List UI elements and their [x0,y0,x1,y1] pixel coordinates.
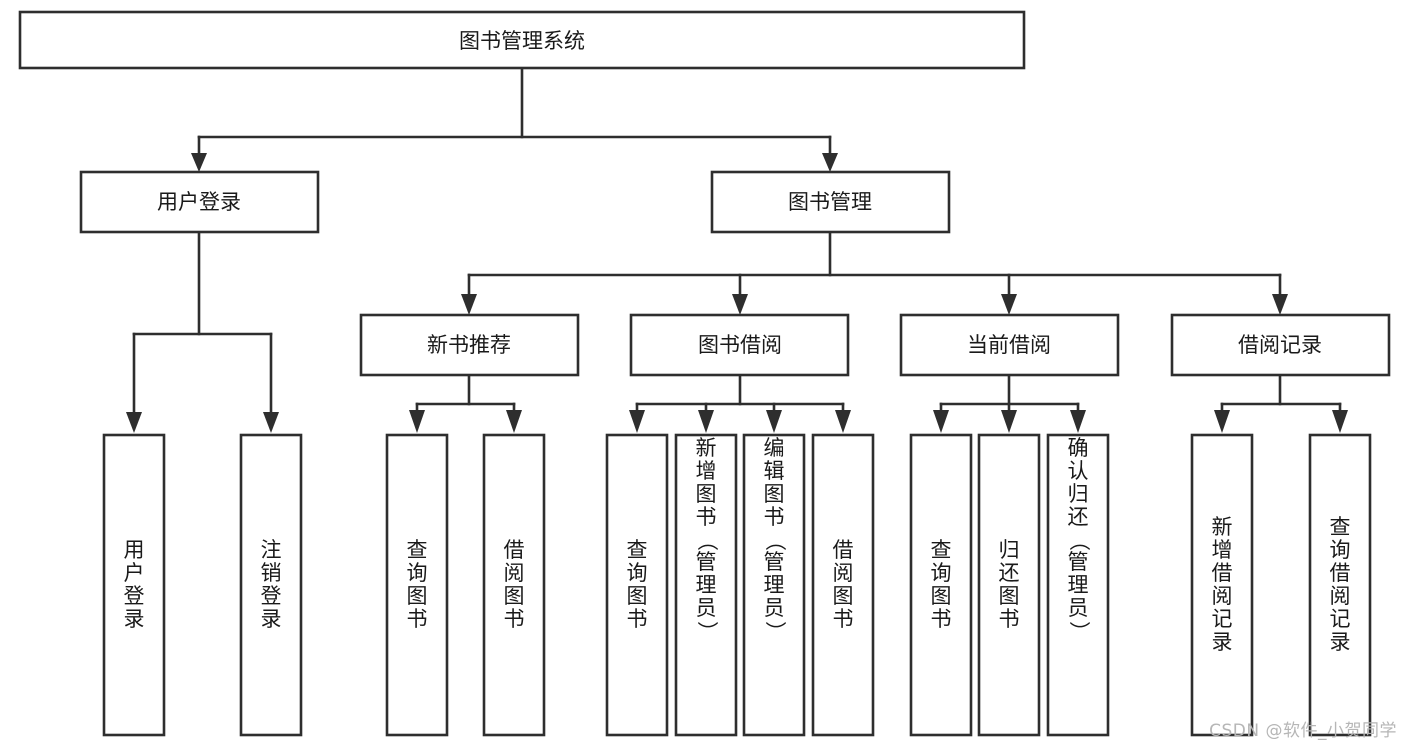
arrowhead-user-login [191,153,207,172]
node-user-login[interactable]: 用户登录 [79,170,320,234]
node-borrow-record[interactable]: 借阅记录 [1170,313,1391,377]
leaf-query-book-1-box[interactable] [385,433,449,737]
arrowhead-current-borrow [1001,294,1017,315]
arrowhead-leaf-confirm-return-admin [1070,410,1086,433]
arrowhead-leaf-borrow-book-2 [835,410,851,433]
leaf-return-book-box[interactable] [977,433,1041,737]
node-book-manage[interactable]: 图书管理 [710,170,951,234]
node-current-borrow-box[interactable] [899,313,1120,377]
arrowhead-borrow-record [1272,294,1288,315]
node-book-borrow[interactable]: 图书借阅 [629,313,850,377]
node-book-borrow-box[interactable] [629,313,850,377]
arrowhead-leaf-user-login [126,412,142,433]
leaf-query-borrow-record-box[interactable] [1308,433,1372,737]
arrowhead-new-book-recommend [461,294,477,315]
arrowhead-leaf-query-book-1 [409,410,425,433]
node-current-borrow[interactable]: 当前借阅 [899,313,1120,377]
arrowhead-leaf-return-book [1001,410,1017,433]
node-new-book-recommend-label: 新书推荐 [427,333,511,357]
node-new-book-recommend[interactable]: 新书推荐 [359,313,580,377]
node-root-label: 图书管理系统 [459,29,585,53]
node-book-borrow-label: 图书借阅 [698,333,782,357]
arrowhead-leaf-query-book-3 [933,410,949,433]
node-book-manage-box[interactable] [710,170,951,234]
leaf-user-logout-box[interactable] [239,433,303,737]
arrowhead-leaf-edit-book-admin [766,410,782,433]
leaf-confirm-return-admin-box[interactable] [1046,433,1110,737]
arrowhead-leaf-query-borrow-record [1332,410,1348,433]
node-root[interactable]: 图书管理系统 [18,10,1026,70]
leaf-borrow-book-1-box[interactable] [482,433,546,737]
node-book-manage-label: 图书管理 [788,190,872,214]
leaf-query-book-3-box[interactable] [909,433,973,737]
arrowhead-leaf-add-book-admin [698,410,714,433]
arrowhead-book-borrow [732,294,748,315]
node-current-borrow-label: 当前借阅 [967,333,1051,357]
leaf-add-borrow-record-box[interactable] [1190,433,1254,737]
node-new-book-recommend-box[interactable] [359,313,580,377]
node-root-box[interactable] [18,10,1026,70]
arrowhead-leaf-user-logout [263,412,279,433]
connectors-layer [126,66,1348,433]
arrowhead-leaf-query-book-2 [629,410,645,433]
csdn-watermark: CSDN @软件_小贺同学 [1209,721,1397,741]
node-borrow-record-label: 借阅记录 [1238,333,1322,357]
leaf-user-login-box[interactable] [102,433,166,737]
node-borrow-record-box[interactable] [1170,313,1391,377]
leaf-query-book-2-box[interactable] [605,433,669,737]
leaf-add-book-admin-box[interactable] [674,433,738,737]
node-user-login-label: 用户登录 [157,190,241,214]
arrowhead-leaf-add-borrow-record [1214,410,1230,433]
arrowhead-leaf-borrow-book-1 [506,410,522,433]
arrowhead-book-manage [822,153,838,172]
leaf-edit-book-admin-box[interactable] [742,433,806,737]
leaf-borrow-book-2-box[interactable] [811,433,875,737]
node-user-login-box[interactable] [79,170,320,234]
leaf-boxes-layer [102,433,1372,737]
